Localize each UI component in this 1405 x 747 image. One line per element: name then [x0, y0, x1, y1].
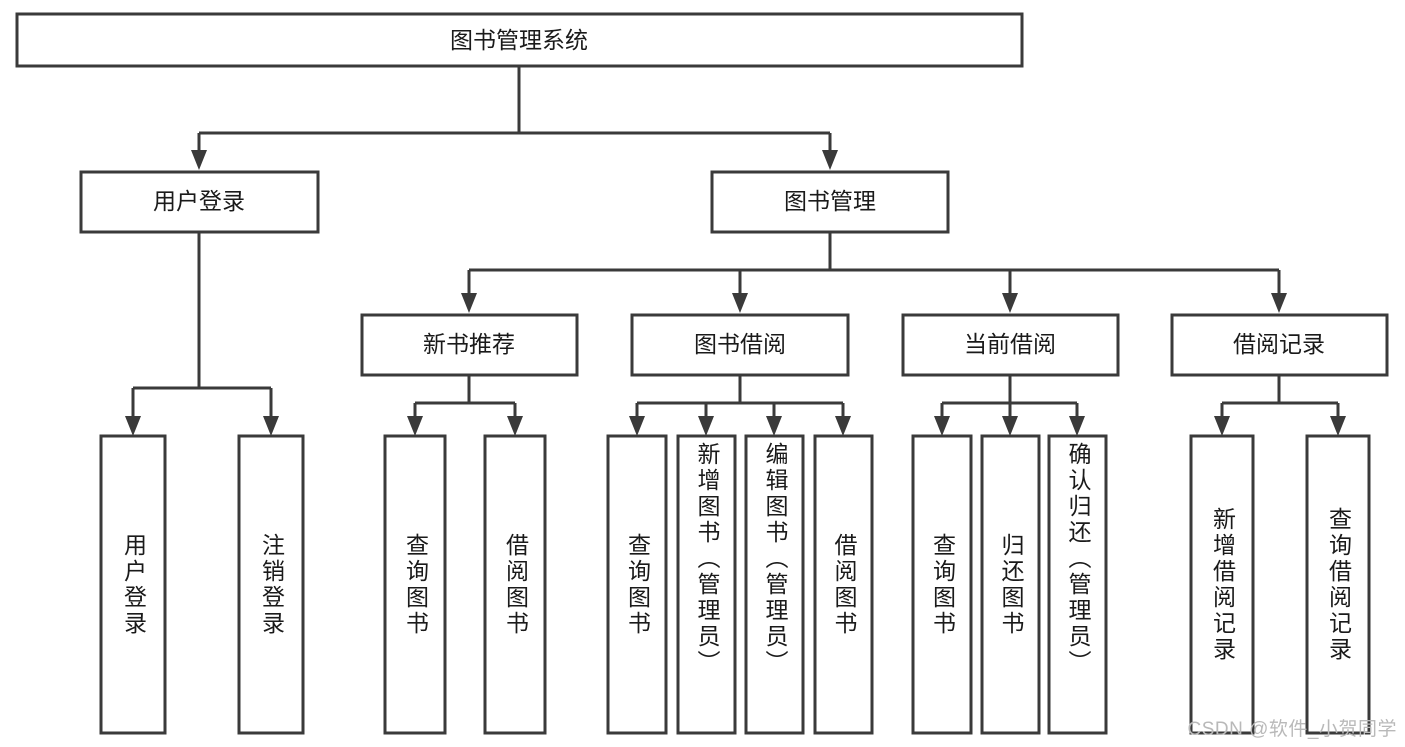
node-book-borrow[interactable]: 图书借阅 [630, 313, 850, 377]
leaf-box-book-borrow-3[interactable] [813, 434, 874, 735]
csdn-watermark: CSDN @软件_小贺同学 [1187, 719, 1397, 740]
arrow-head-leaf-new-book-1 [507, 416, 523, 436]
node-borrow-records-label: 借阅记录 [1233, 331, 1325, 357]
arrow-head-leaf-book-borrow-2 [766, 416, 782, 436]
leaf-box-book-borrow-1[interactable] [676, 434, 737, 735]
leaf-box-borrow-records-0[interactable] [1189, 434, 1255, 735]
node-current-borrow-box[interactable] [901, 313, 1120, 377]
connector-group-root-to-level2 [191, 66, 838, 170]
node-root[interactable]: 图书管理系统 [15, 12, 1024, 68]
node-new-book-recommend[interactable]: 新书推荐 [360, 313, 579, 377]
node-borrow-records-label-box[interactable] [1170, 313, 1389, 377]
arrow-head-leaf-borrow-records-1 [1330, 416, 1346, 436]
leaf-box-book-borrow-0[interactable] [606, 434, 668, 735]
node-user-login-box[interactable] [79, 170, 320, 234]
node-new-book-recommend-label: 新书推荐 [423, 331, 515, 357]
leaf-box-borrow-records-1[interactable] [1305, 434, 1371, 735]
node-new-book-recommend-box[interactable] [360, 313, 579, 377]
arrow-head-leaf-book-borrow-3 [835, 416, 851, 436]
connector-group-book-mgmt-to-level3 [461, 232, 1287, 313]
leaf-boxes [99, 434, 1371, 735]
connector-group-user-login-leaves [125, 232, 279, 436]
arrow-head-leaf-book-borrow-1 [698, 416, 714, 436]
node-user-login[interactable]: 用户登录 [79, 170, 320, 234]
leaf-box-new-book-0[interactable] [383, 434, 447, 735]
connector-group-new-book-leaves [407, 375, 523, 436]
node-root-label: 图书管理系统 [450, 27, 588, 53]
node-book-borrow-box[interactable] [630, 313, 850, 377]
leaf-box-user-login-0[interactable] [99, 434, 167, 735]
connector-group-book-borrow-leaves [629, 375, 851, 436]
arrow-head-user-login [191, 150, 207, 170]
leaf-box-current-borrow-0[interactable] [911, 434, 973, 735]
arrow-head-current-borrow [1002, 293, 1018, 313]
arrow-head-leaf-new-book-0 [407, 416, 423, 436]
arrow-head-leaf-book-borrow-0 [629, 416, 645, 436]
connector-group-borrow-records-leaves [1214, 375, 1346, 436]
leaf-box-current-borrow-1[interactable] [980, 434, 1041, 735]
node-book-management-box[interactable] [710, 170, 950, 234]
arrow-head-leaf-current-borrow-0 [934, 416, 950, 436]
node-book-management[interactable]: 图书管理 [710, 170, 950, 234]
arrow-head-leaf-user-login-1 [263, 416, 279, 436]
arrow-head-leaf-current-borrow-2 [1069, 416, 1085, 436]
leaf-box-current-borrow-2[interactable] [1047, 434, 1108, 735]
leaf-box-new-book-1[interactable] [483, 434, 547, 735]
node-user-login-label: 用户登录 [153, 188, 245, 214]
leaf-box-book-borrow-2[interactable] [744, 434, 805, 735]
node-book-borrow-label: 图书借阅 [694, 331, 786, 357]
arrow-head-leaf-user-login-0 [125, 416, 141, 436]
arrow-head-leaf-current-borrow-1 [1002, 416, 1018, 436]
arrow-head-new-book [461, 293, 477, 313]
node-current-borrow-label: 当前借阅 [964, 331, 1056, 357]
leaf-box-user-login-1[interactable] [237, 434, 305, 735]
node-root-box[interactable] [15, 12, 1024, 68]
node-book-management-label: 图书管理 [784, 188, 876, 214]
arrow-head-book-mgmt [822, 150, 838, 170]
node-borrow-records[interactable]: 借阅记录 [1170, 313, 1389, 377]
connector-group-current-borrow-leaves [934, 375, 1085, 436]
arrow-head-leaf-borrow-records-0 [1214, 416, 1230, 436]
arrow-head-borrow-records [1271, 293, 1287, 313]
arrow-head-book-borrow [732, 293, 748, 313]
node-current-borrow[interactable]: 当前借阅 [901, 313, 1120, 377]
